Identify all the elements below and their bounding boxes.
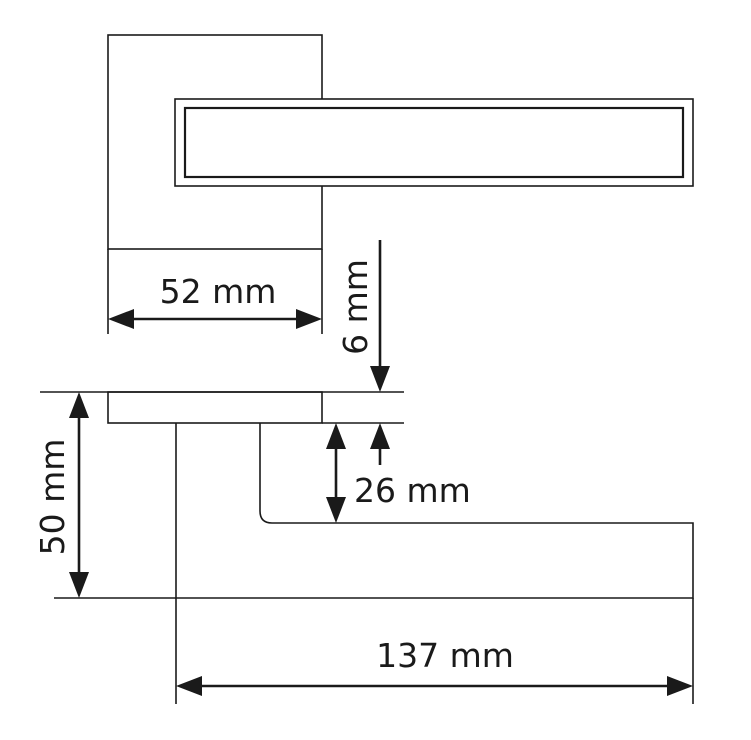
arrowhead-137-left: [176, 676, 202, 696]
lever-top-outer: [174, 98, 694, 187]
dim-lever-length: 137 mm: [176, 636, 693, 696]
dim-lever-offset: 26 mm: [326, 423, 471, 523]
arrowhead-26-down: [326, 497, 346, 523]
arrowhead-137-right: [667, 676, 693, 696]
arrowhead-6-up: [370, 423, 390, 449]
dim-rosette-width: 52 mm: [108, 272, 322, 329]
label-137mm: 137 mm: [376, 636, 514, 675]
lever-side-profile: [175, 423, 694, 599]
label-52mm: 52 mm: [160, 272, 277, 311]
label-50mm: 50 mm: [33, 439, 72, 556]
lever-top-inner: [183, 106, 685, 179]
rosette-side-plate: [107, 391, 323, 424]
arrowhead-right: [296, 309, 322, 329]
label-26mm: 26 mm: [354, 471, 471, 510]
top-view: [107, 34, 694, 334]
dim-total-height: 50 mm: [33, 392, 89, 598]
dim-rosette-thickness: 6 mm: [336, 240, 390, 465]
arrowhead-6-down: [370, 366, 390, 392]
label-6mm: 6 mm: [336, 259, 375, 355]
arrowhead-50-down: [69, 572, 89, 598]
arrowhead-left: [108, 309, 134, 329]
arrowhead-50-up: [69, 392, 89, 418]
side-view: [40, 391, 694, 704]
arrowhead-26-up: [326, 423, 346, 449]
